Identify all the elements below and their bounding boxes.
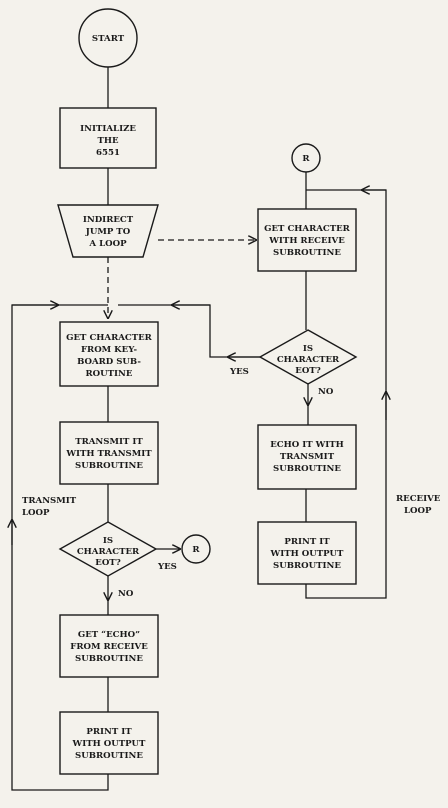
start-label: START bbox=[92, 34, 125, 44]
get-kbd-label-2: FROM KEY- bbox=[81, 345, 138, 355]
init-label-3: 6551 bbox=[96, 148, 120, 158]
transmit-loop-label-2: LOOP bbox=[22, 508, 50, 518]
yes-right-label: YES bbox=[229, 367, 249, 377]
print-left-label-1: PRINT IT bbox=[86, 727, 132, 737]
receive-loop-label-1: RECEIVE bbox=[396, 494, 441, 504]
echo-label-3: SUBROUTINE bbox=[273, 464, 341, 474]
eot-left-label-3: EOT? bbox=[95, 558, 120, 568]
jump-label-2: JUMP TO bbox=[85, 227, 131, 237]
get-recv-label-1: GET CHARACTER bbox=[264, 224, 350, 234]
connector-r-left bbox=[181, 534, 211, 564]
get-echo-box bbox=[59, 614, 159, 678]
echo-transmit-box bbox=[257, 424, 357, 490]
get-recv-label-3: SUBROUTINE bbox=[273, 248, 341, 258]
get-echo-label-2: FROM RECEIVE bbox=[70, 642, 148, 652]
eot-left-label-1: IS bbox=[103, 536, 113, 546]
no-left-label: NO bbox=[118, 589, 134, 599]
get-character-receive-box bbox=[257, 208, 357, 272]
transmit-box bbox=[59, 421, 159, 485]
get-echo-label-3: SUBROUTINE bbox=[75, 654, 143, 664]
yes-left-label: YES bbox=[157, 562, 177, 572]
jump-label-1: INDIRECT bbox=[83, 215, 134, 225]
get-kbd-label-3: BOARD SUB- bbox=[77, 357, 141, 367]
get-echo-label-1: GET “ECHO” bbox=[78, 630, 140, 640]
r-top-label: R bbox=[302, 154, 310, 164]
print-left-label-2: WITH OUTPUT bbox=[72, 739, 147, 749]
print-left-label-3: SUBROUTINE bbox=[75, 751, 143, 761]
transmit-label-2: WITH TRANSMIT bbox=[65, 449, 152, 459]
init-label-2: THE bbox=[97, 136, 119, 146]
echo-label-1: ECHO IT WITH bbox=[270, 440, 344, 450]
eot-right-label-2: CHARACTER bbox=[277, 355, 340, 365]
eot-right-label-3: EOT? bbox=[295, 366, 320, 376]
jump-label-3: A LOOP bbox=[88, 239, 127, 249]
get-character-keyboard-box bbox=[59, 321, 159, 387]
print-output-box-right bbox=[257, 521, 357, 585]
eot-right-label-1: IS bbox=[303, 344, 313, 354]
echo-label-2: TRANSMIT bbox=[280, 452, 335, 462]
transmit-label-1: TRANSMIT IT bbox=[75, 437, 143, 447]
no-right-label: NO bbox=[318, 387, 334, 397]
print-right-label-2: WITH OUTPUT bbox=[270, 549, 345, 559]
transmit-loop-label-1: TRANSMIT bbox=[22, 496, 77, 506]
init-label-1: INITIALIZE bbox=[80, 124, 136, 134]
get-kbd-label-4: ROUTINE bbox=[86, 369, 133, 379]
print-output-box-left bbox=[59, 711, 159, 775]
get-recv-label-2: WITH RECEIVE bbox=[268, 236, 345, 246]
receive-loop-label-2: LOOP bbox=[404, 506, 432, 516]
receive-loop-line bbox=[305, 189, 387, 599]
get-kbd-label-1: GET CHARACTER bbox=[66, 333, 152, 343]
eot-left-label-2: CHARACTER bbox=[77, 547, 140, 557]
transmit-label-3: SUBROUTINE bbox=[75, 461, 143, 471]
flow-decision-yes-right bbox=[118, 304, 260, 358]
r-left-label: R bbox=[192, 545, 200, 555]
indirect-jump-box bbox=[57, 204, 159, 258]
print-right-label-1: PRINT IT bbox=[284, 537, 330, 547]
print-right-label-3: SUBROUTINE bbox=[273, 561, 341, 571]
